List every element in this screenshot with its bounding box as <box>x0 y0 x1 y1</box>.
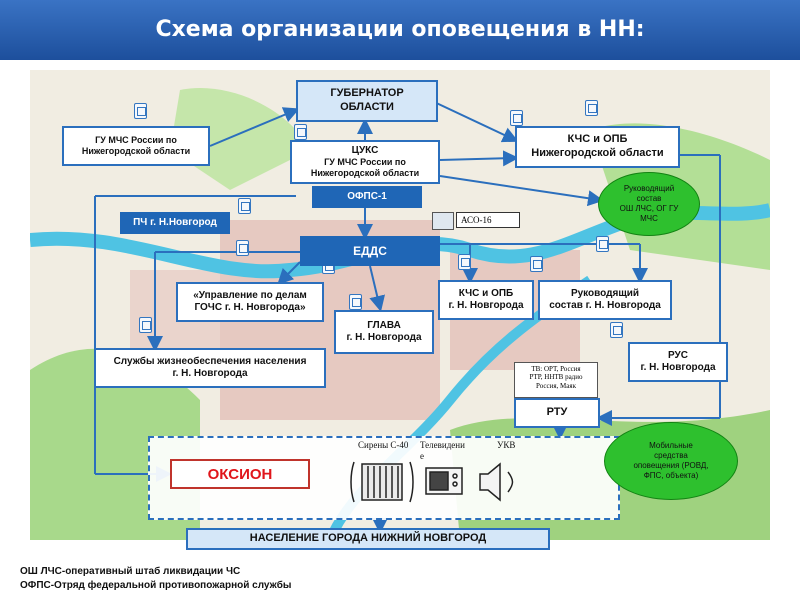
aso-label: АСО-16 <box>461 215 492 225</box>
tsuks-line-1: ЦУКС <box>351 144 379 156</box>
phone-icon <box>585 100 598 116</box>
phone-icon <box>134 103 147 119</box>
sluzhby-box: Службы жизнеобеспечения населения г. Н. … <box>94 348 326 388</box>
rukovod-region-line-1: Руководящий <box>623 184 675 193</box>
glava-box: ГЛАВА г. Н. Новгорода <box>334 310 434 354</box>
tsuks-box: ЦУКС ГУ МЧС России по Нижегородской обла… <box>290 140 440 184</box>
rukovod-city-line-2: состав г. Н. Новгорода <box>549 300 661 311</box>
ukv-label: УКВ <box>497 440 516 450</box>
edds-label: ЕДДС <box>353 243 387 258</box>
tv-note-line-2: РТР, ННТВ радио <box>529 373 583 382</box>
phone-icon <box>530 256 543 272</box>
kchs-city-line-2: г. Н. Новгорода <box>448 300 524 311</box>
ofps-box: ОФПС-1 <box>312 186 422 208</box>
siren-icon <box>350 461 414 503</box>
kchs-city-line-1: КЧС и ОПБ <box>458 287 514 299</box>
kchs-region-line-1: КЧС и ОПБ <box>567 133 628 146</box>
rukovod-region-line-2: состав <box>636 194 662 203</box>
rus-line-1: РУС <box>668 349 688 361</box>
page-title: Схема организации оповещения в НН: <box>0 0 800 60</box>
tsuks-line-3: Нижегородской области <box>310 168 420 179</box>
rtu-box: РТУ <box>514 398 600 428</box>
computer-icon <box>432 212 454 230</box>
legend-line-1: ОШ ЛЧС-оперативный штаб ликвидации ЧС <box>20 566 241 577</box>
rukovod-city-line-1: Руководящий <box>570 287 640 299</box>
kchs-region-line-2: Нижегородской области <box>531 147 664 159</box>
tv-note-line-3: Россия, Маяк <box>535 381 577 390</box>
edds-box: ЕДДС <box>300 236 440 266</box>
tv-note-line-1: ТВ: ОРТ, Россия <box>531 365 581 373</box>
phone-icon <box>236 240 249 256</box>
rukovod-region-line-3: ОШ ЛЧС, ОГ ГУ <box>619 204 679 213</box>
phone-icon <box>596 236 609 252</box>
population-box: НАСЕЛЕНИЕ ГОРОДА НИЖНИЙ НОВГОРОД <box>186 528 550 550</box>
ofps-label: ОФПС-1 <box>347 190 387 202</box>
warning-devices <box>350 461 514 503</box>
speaker-icon <box>479 462 514 502</box>
gu-mchs-box: ГУ МЧС России по Нижегородской области <box>62 126 210 166</box>
glava-line-1: ГЛАВА <box>367 319 401 331</box>
gu-mchs-line-2: Нижегородской области <box>81 146 191 156</box>
gu-mchs-line-1: ГУ МЧС России по <box>95 134 177 145</box>
tv-label-2: е <box>420 451 424 461</box>
governor-line-2: ОБЛАСТИ <box>340 101 394 113</box>
rukovod-city-box: Руководящий состав г. Н. Новгорода <box>538 280 672 320</box>
upravlenie-line-2: ГОЧС г. Н. Новгорода» <box>194 302 306 313</box>
oksion-box: ОКСИОН <box>170 459 310 489</box>
governor-box: ГУБЕРНАТОР ОБЛАСТИ <box>296 80 438 122</box>
phone-icon <box>139 317 152 333</box>
legend-line-2: ОФПС-Отряд федеральной противопожарной с… <box>20 580 292 591</box>
rtu-label: РТУ <box>546 406 568 419</box>
mobile-line-3: оповещения (РОВД, <box>633 461 709 470</box>
mobile-line-1: Мобильные <box>649 441 693 450</box>
kchs-region-box: КЧС и ОПБ Нижегородской области <box>515 126 680 168</box>
sirens-label: Сирены С-40 <box>358 440 409 450</box>
phone-icon <box>238 198 251 214</box>
phone-icon <box>458 254 471 270</box>
kchs-city-box: КЧС и ОПБ г. Н. Новгорода <box>438 280 534 320</box>
upravlenie-line-1: «Управление по делам <box>193 289 307 301</box>
tsuks-line-2: ГУ МЧС России по <box>324 157 406 167</box>
phone-icon <box>610 322 623 338</box>
phone-icon <box>294 124 307 140</box>
pch-box: ПЧ г. Н.Новгород <box>120 212 230 234</box>
sluzhby-line-1: Службы жизнеобеспечения населения <box>113 355 307 367</box>
pch-label: ПЧ г. Н.Новгород <box>133 216 217 228</box>
tv-note-box: ТВ: ОРТ, Россия РТР, ННТВ радио Россия, … <box>514 362 598 398</box>
tv-icon <box>425 467 463 495</box>
phone-icon <box>510 110 523 126</box>
mobile-line-4: ФПС, объекта) <box>643 471 699 480</box>
rukovod-region-line-4: МЧС <box>640 214 658 223</box>
upravlenie-box: «Управление по делам ГОЧС г. Н. Новгород… <box>176 282 324 322</box>
glava-line-2: г. Н. Новгорода <box>346 332 422 343</box>
mobile-means-oval: Мобильные средства оповещения (РОВД, ФПС… <box>604 422 738 500</box>
sluzhby-line-2: г. Н. Новгорода <box>172 368 248 379</box>
tv-label: Телевидени <box>420 440 465 450</box>
oksion-label: ОКСИОН <box>207 465 273 483</box>
governor-line-1: ГУБЕРНАТОР <box>330 87 404 100</box>
mobile-line-2: средства <box>654 451 688 460</box>
phone-icon <box>349 294 362 310</box>
rukovod-region-oval: Руководящий состав ОШ ЛЧС, ОГ ГУ МЧС <box>598 172 700 236</box>
rus-line-2: г. Н. Новгорода <box>640 362 716 373</box>
population-label: НАСЕЛЕНИЕ ГОРОДА НИЖНИЙ НОВГОРОД <box>249 532 487 545</box>
aso-label-box: АСО-16 <box>456 212 520 228</box>
rus-box: РУС г. Н. Новгорода <box>628 342 728 382</box>
